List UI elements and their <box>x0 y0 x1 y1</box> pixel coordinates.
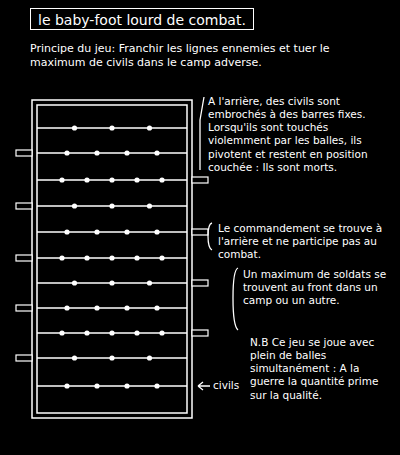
player <box>94 305 99 310</box>
player <box>134 330 139 335</box>
table-outline <box>32 100 192 418</box>
player <box>64 305 69 310</box>
player <box>134 255 139 260</box>
rod-handle <box>16 355 32 361</box>
player <box>64 229 69 234</box>
civils-arrow <box>198 382 210 390</box>
player <box>154 150 159 155</box>
rod-handle <box>192 330 208 336</box>
player <box>109 203 114 208</box>
title-box: le baby-foot lourd de combat. <box>30 8 254 30</box>
player <box>124 229 129 234</box>
game-principle: Principe du jeu: Franchir les lignes enn… <box>30 42 385 70</box>
player <box>159 330 164 335</box>
player <box>147 203 152 208</box>
civils-label: civils <box>213 379 253 392</box>
rod-handle <box>192 229 208 235</box>
player <box>59 330 64 335</box>
player <box>159 177 164 182</box>
player <box>84 255 89 260</box>
player <box>147 125 152 130</box>
player <box>109 280 114 285</box>
title-text: le baby-foot lourd de combat. <box>38 12 246 28</box>
player <box>159 255 164 260</box>
player <box>124 305 129 310</box>
player <box>59 255 64 260</box>
player <box>154 229 159 234</box>
command-note: Le commandement se trouve à l'arrière et… <box>218 222 383 261</box>
bracket <box>233 268 238 330</box>
nb-note: N.B Ce jeu se joue avec plein de balles … <box>250 336 396 402</box>
player <box>154 305 159 310</box>
rod-handle <box>16 255 32 261</box>
player <box>94 383 99 388</box>
soldiers-note: Un maximum de soldats se trouvent au fro… <box>243 268 393 307</box>
player <box>72 125 77 130</box>
rod <box>37 152 187 153</box>
rod <box>37 231 187 232</box>
player <box>64 150 69 155</box>
player <box>94 150 99 155</box>
player <box>109 255 114 260</box>
player <box>134 177 139 182</box>
player <box>147 280 152 285</box>
player <box>59 177 64 182</box>
player <box>72 355 77 360</box>
bracket <box>208 223 212 250</box>
player <box>72 203 77 208</box>
player <box>84 330 89 335</box>
player <box>72 280 77 285</box>
player <box>124 383 129 388</box>
player <box>109 125 114 130</box>
player <box>154 383 159 388</box>
table-inner-frame <box>37 105 187 413</box>
rod <box>37 385 187 386</box>
player <box>109 355 114 360</box>
rods <box>16 125 208 388</box>
rod-handle <box>16 150 32 156</box>
player <box>124 150 129 155</box>
player <box>109 177 114 182</box>
rod-handle <box>16 305 32 311</box>
player <box>94 229 99 234</box>
player <box>84 177 89 182</box>
rod-handle <box>192 280 208 286</box>
rod-handle <box>192 177 208 183</box>
player <box>147 355 152 360</box>
player <box>64 383 69 388</box>
player <box>109 330 114 335</box>
rod <box>37 307 187 308</box>
bracket <box>200 97 204 170</box>
civilians-note: A l'arrière, des civils sont embrochés à… <box>208 95 394 174</box>
table-frame <box>32 100 192 418</box>
rod-handle <box>16 203 32 209</box>
